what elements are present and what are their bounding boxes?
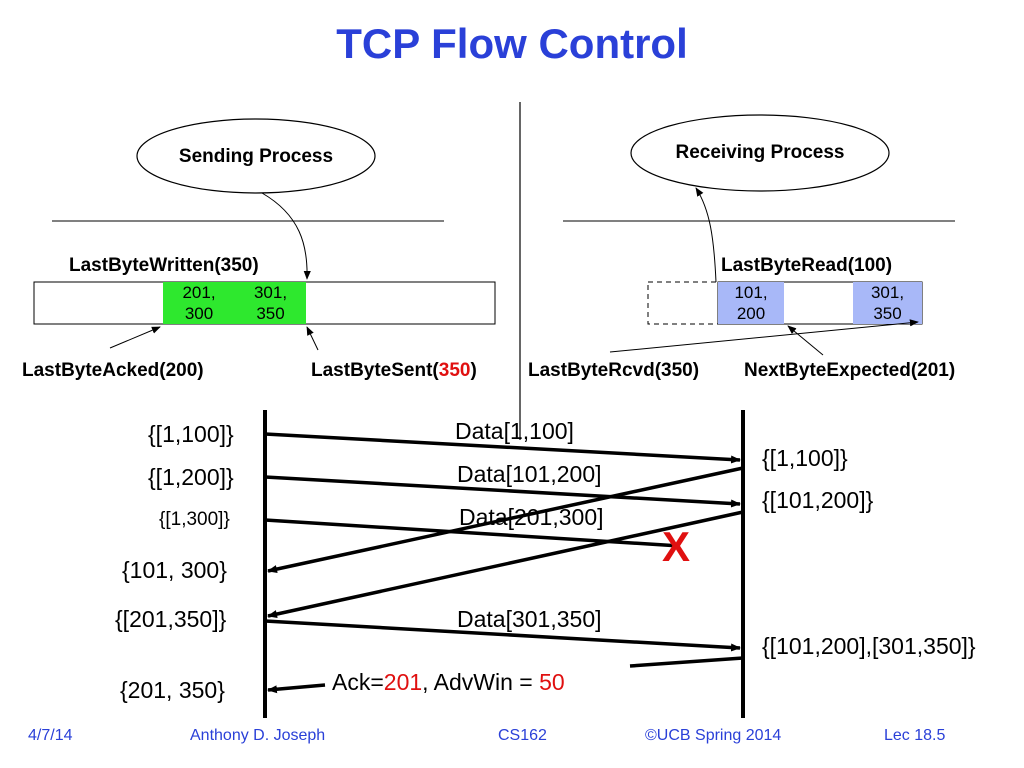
receiving-process-ellipse xyxy=(630,114,890,192)
ack-value: 201 xyxy=(383,669,423,695)
last-byte-sent-label: LastByteSent(350) xyxy=(311,360,477,382)
footer-author: Anthony D. Joseph xyxy=(190,727,326,744)
read-arrow xyxy=(695,187,717,283)
msg-data-301-350 xyxy=(264,619,741,652)
receiver-region-a xyxy=(718,282,784,324)
write-arrow xyxy=(261,192,311,280)
message-1-label: Data[1,100] xyxy=(455,418,574,444)
message-2-label: Data[101,200] xyxy=(457,461,602,487)
last-byte-acked-arrow xyxy=(109,326,161,349)
sending-process-ellipse xyxy=(136,118,376,194)
ack-2 xyxy=(267,510,744,618)
ack-3-tail xyxy=(267,683,326,694)
receiver-state-2: {[101,200]} xyxy=(762,487,874,513)
adv-win-value: 50 xyxy=(539,669,565,695)
sender-state-6: {201, 350} xyxy=(120,677,225,703)
last-byte-read-label: LastByteRead(100) xyxy=(721,255,893,276)
last-byte-sent-suffix: ) xyxy=(470,360,477,381)
sender-state-4: {101, 300} xyxy=(122,557,227,583)
page-title: TCP Flow Control xyxy=(336,20,688,67)
receiver-cell-a: 101, 200 xyxy=(734,283,768,323)
sender-cell-a: 201, 300 xyxy=(182,283,216,323)
last-byte-sent-prefix: LastByteSent( xyxy=(311,360,439,381)
sender-state-5: {[201,350]} xyxy=(115,606,227,632)
receiver-read-region xyxy=(647,281,719,325)
next-byte-expected-label: NextByteExpected(201) xyxy=(744,360,956,381)
next-byte-expected-arrow xyxy=(787,325,824,356)
msg-data-101-200 xyxy=(264,475,741,508)
footer-copyright: ©UCB Spring 2014 xyxy=(645,727,782,744)
last-byte-rcvd-label: LastByteRcvd(350) xyxy=(528,360,700,381)
ack-prefix: Ack= xyxy=(332,669,384,695)
sender-cell-b: 301, 350 xyxy=(253,283,288,323)
footer-course: CS162 xyxy=(498,727,547,744)
last-byte-acked-label: LastByteAcked(200) xyxy=(22,360,204,381)
last-byte-rcvd-arrow xyxy=(609,319,919,353)
message-3-label: Data[201,300] xyxy=(459,504,604,530)
sending-process-label: Sending Process xyxy=(178,146,334,167)
receiver-state-1: {[1,100]} xyxy=(762,445,848,471)
sender-state-1: {[1,100]} xyxy=(148,421,234,447)
message-4-label: Data[301,350] xyxy=(457,606,602,632)
receiver-region-b xyxy=(853,282,922,324)
ack-label: Ack=201, AdvWin = 50 xyxy=(332,669,565,696)
receiving-process-label: Receiving Process xyxy=(675,142,845,163)
footer-date: 4/7/14 xyxy=(28,727,73,744)
sender-state-3: {[1,300]} xyxy=(159,509,230,530)
packet-loss-mark: X xyxy=(662,523,691,570)
last-byte-sent-arrow xyxy=(306,326,319,351)
sender-sent-region xyxy=(163,282,306,324)
sender-state-2: {[1,200]} xyxy=(148,464,234,490)
msg-data-1-100 xyxy=(264,432,741,464)
last-byte-sent-value: 350 xyxy=(438,360,471,381)
ack-3 xyxy=(629,656,744,668)
receiver-cell-b: 301, 350 xyxy=(870,283,905,323)
receiver-state-3: {[101,200],[301,350]} xyxy=(762,633,976,659)
ack-1 xyxy=(267,466,744,574)
footer-lecture: Lec 18.5 xyxy=(884,727,946,744)
ack-middle: , AdvWin = xyxy=(422,669,540,695)
last-byte-written-label: LastByteWritten(350) xyxy=(69,255,259,276)
